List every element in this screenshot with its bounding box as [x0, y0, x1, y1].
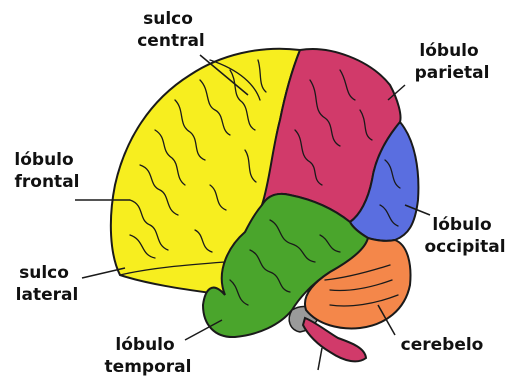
label-parietal-lobe: lóbulo parietal: [415, 41, 490, 83]
label-occipital-lobe: lóbulo occipital: [424, 215, 505, 257]
label-temporal-lobe: lóbulo temporal: [105, 335, 192, 377]
label-central-sulcus: sulco central: [137, 9, 205, 51]
label-cerebellum: cerebelo: [401, 335, 484, 355]
label-lateral-sulcus: sulco lateral: [16, 263, 79, 305]
label-frontal-lobe: lóbulo frontal: [14, 150, 79, 192]
